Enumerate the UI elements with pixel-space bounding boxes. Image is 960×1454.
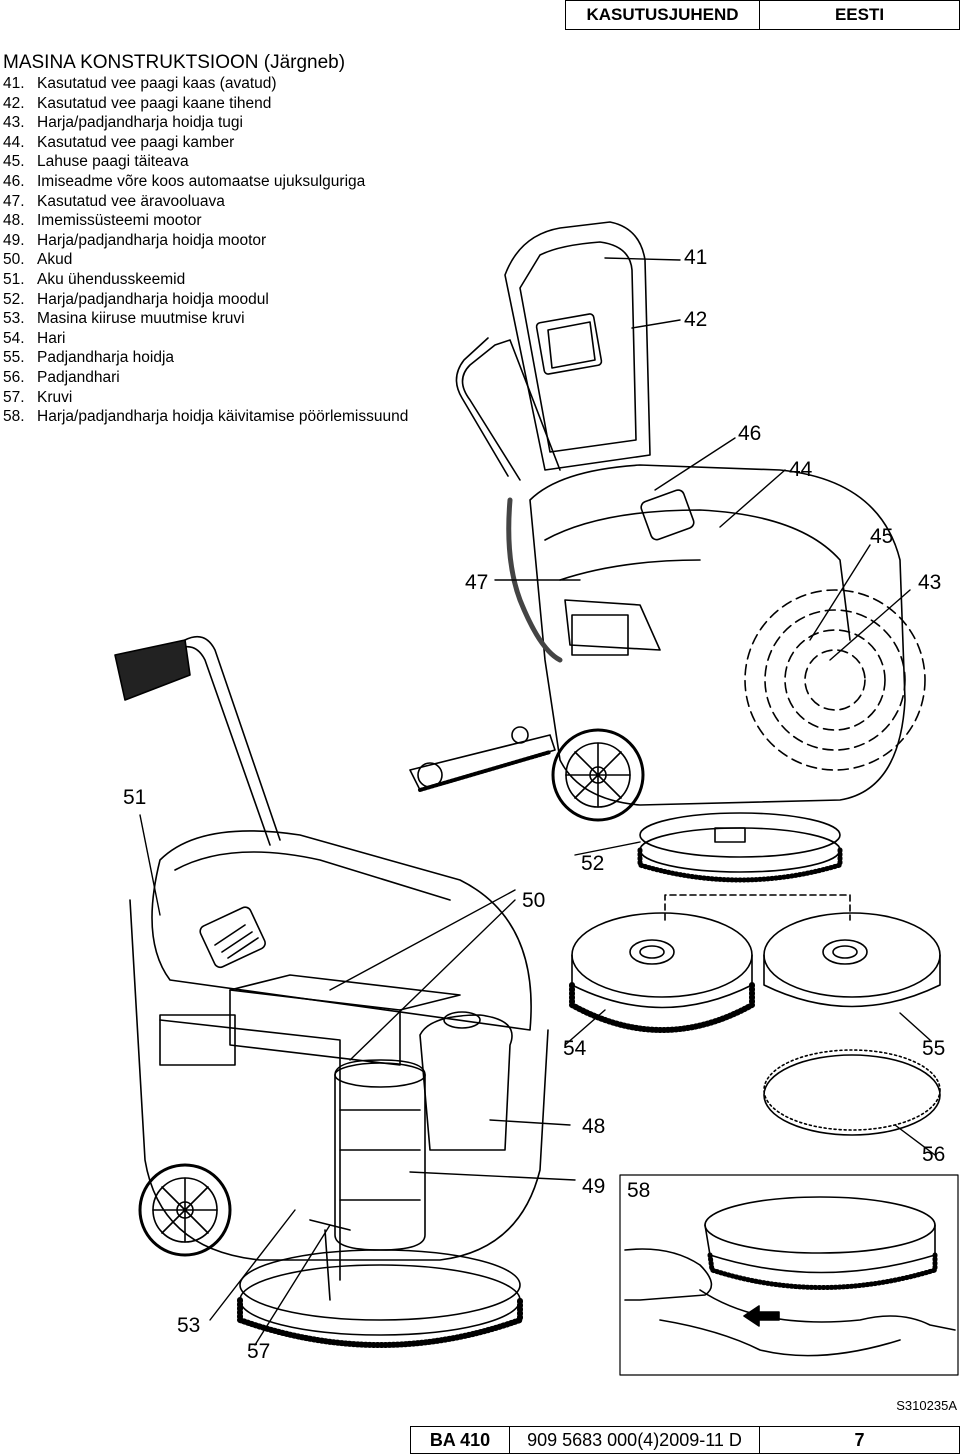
callout-51: 51 (123, 786, 147, 809)
list-item: 50.Akud (3, 251, 73, 269)
callout-45: 45 (870, 525, 894, 548)
list-item: 56.Padjandhari (3, 368, 120, 386)
list-item: 57.Kruvi (3, 388, 73, 406)
figure-code: S310235A (896, 1398, 957, 1413)
list-item: 52.Harja/padjandharja hoidja moodul (3, 290, 269, 308)
list-item: 45.Lahuse paagi täiteava (3, 153, 189, 171)
list-item: 49.Harja/padjandharja hoidja mootor (3, 231, 267, 249)
machine-top-view-drawing (409, 221, 926, 883)
callout-49: 49 (582, 1175, 606, 1198)
callout-46: 46 (738, 422, 762, 445)
list-item: 51.Aku ühendusskeemid (3, 270, 186, 288)
list-item: 48.Imemissüsteemi mootor (3, 212, 202, 230)
callout-41: 41 (684, 246, 708, 269)
machine-cutaway-drawing (114, 635, 549, 1348)
callout-52: 52 (581, 852, 605, 875)
callout-58: 58 (627, 1179, 651, 1202)
callout-48: 48 (582, 1115, 606, 1138)
footer-page-number: 7 (760, 1426, 960, 1454)
list-item: 55.Padjandharja hoidja (3, 349, 175, 367)
list-item: 54.Hari (3, 329, 66, 347)
section-title: MASINA KONSTRUKTSIOON (Järgneb) (3, 52, 346, 73)
callout-53: 53 (177, 1314, 201, 1337)
brush-and-pad-holder-drawing (569, 894, 941, 1136)
callout-55: 55 (922, 1037, 946, 1060)
callout-42: 42 (684, 308, 708, 331)
leader-lines (139, 257, 936, 1346)
callout-43: 43 (918, 571, 942, 594)
list-item: 44.Kasutatud vee paagi kamber (3, 133, 235, 151)
callout-44: 44 (789, 458, 813, 481)
callout-57: 57 (247, 1340, 271, 1363)
list-item: 53.Masina kiiruse muutmise kruvi (3, 310, 245, 328)
footer-doc-number: 909 5683 000(4)2009-11 D (510, 1426, 760, 1454)
header-doc-type: KASUTUSJUHEND (565, 0, 760, 30)
callout-56: 56 (922, 1143, 946, 1166)
list-item: 41.Kasutatud vee paagi kaas (avatud) (3, 75, 277, 92)
callout-47: 47 (465, 571, 489, 594)
list-item: 46.Imiseadme võre koos automaatse ujuksu… (3, 172, 366, 190)
list-item: 47.Kasutatud vee äravooluava (3, 192, 225, 210)
parts-list: 41.Kasutatud vee paagi kaas (avatud) 42.… (3, 74, 408, 427)
list-item: 42.Kasutatud vee paagi kaane tihend (3, 94, 272, 112)
list-item: 43.Harja/padjandharja hoidja tugi (3, 114, 243, 132)
footer-model: BA 410 (410, 1426, 510, 1454)
callout-54: 54 (563, 1037, 587, 1060)
callout-50: 50 (522, 889, 546, 912)
inset-rotation-drawing (619, 1174, 959, 1376)
list-item: 58.Harja/padjandharja hoidja käivitamise… (3, 408, 409, 426)
